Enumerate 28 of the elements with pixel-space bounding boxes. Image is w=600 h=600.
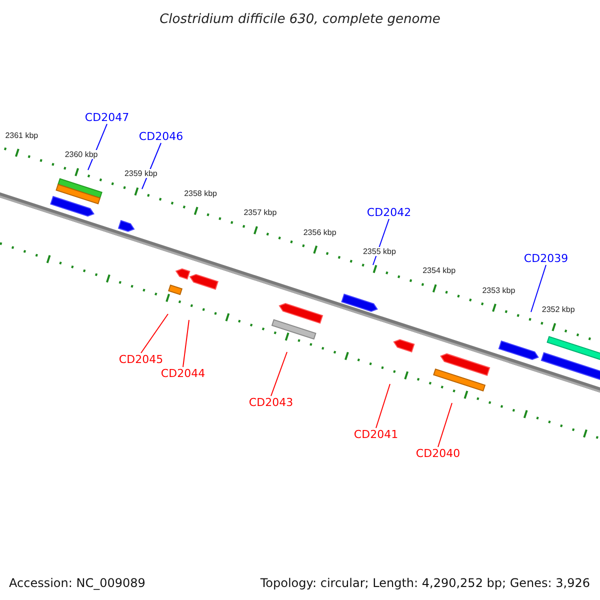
gene-label: CD2040 bbox=[416, 447, 460, 460]
scale-label: 2356 kbp bbox=[303, 228, 336, 237]
scale-label: 2352 kbp bbox=[542, 305, 575, 314]
gene-label: CD2041 bbox=[354, 428, 398, 441]
leader-line bbox=[270, 352, 288, 396]
leader-line bbox=[438, 402, 452, 448]
scale-label: 2360 kbp bbox=[64, 150, 98, 160]
scale-label: 2354 kbp bbox=[422, 266, 456, 276]
diagram-title: Clostridium difficile 630, complete genome bbox=[158, 11, 442, 29]
leader-line bbox=[182, 320, 190, 368]
leader-line bbox=[530, 264, 546, 312]
gene-label: CD2042 bbox=[366, 206, 412, 219]
scale-label: 2357 kbp bbox=[244, 208, 277, 218]
gene-label: CD2044 bbox=[160, 367, 206, 380]
gene-label: CD2047 bbox=[84, 111, 130, 124]
scale-label: 2359 kbp bbox=[124, 169, 158, 178]
gene-label: CD2039 bbox=[524, 252, 568, 265]
gene-label: CD2046 bbox=[138, 130, 184, 143]
scale-label: 2353 kbp bbox=[482, 286, 516, 295]
scale-label: 2358 kbp bbox=[184, 188, 217, 198]
genome-stats-text: Topology: circular; Length: 4,290,252 bp; Genes: 3,926 bbox=[260, 575, 590, 592]
gene-label: CD2045 bbox=[118, 353, 164, 366]
accession-text: Accession: NC_009089 bbox=[9, 575, 146, 592]
scale-label: 2355 kbp bbox=[362, 246, 396, 256]
leader-line bbox=[140, 314, 168, 354]
gene-label: CD2043 bbox=[248, 396, 294, 409]
scale-label: 2361 kbp bbox=[5, 130, 38, 140]
leader-line bbox=[376, 384, 390, 428]
